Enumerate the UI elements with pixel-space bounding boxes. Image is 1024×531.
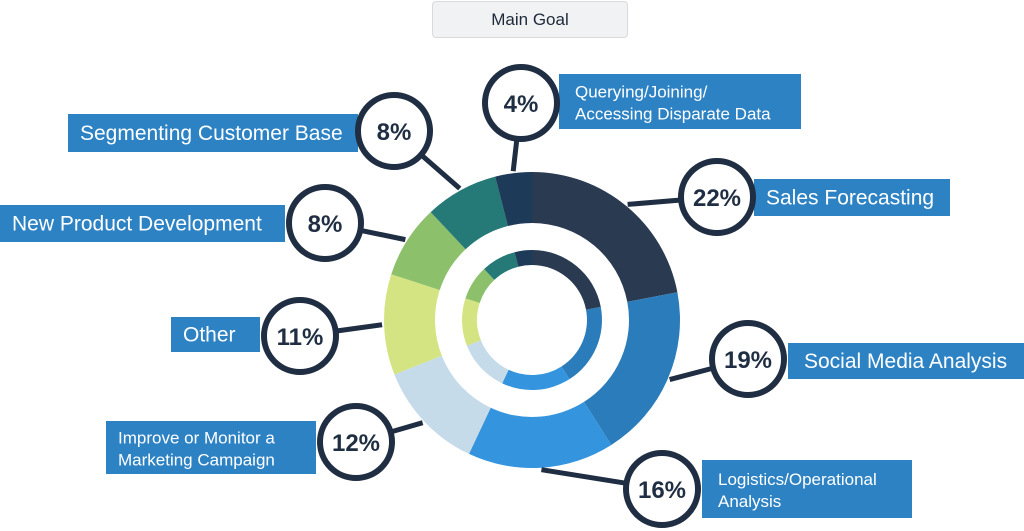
slice-outer (468, 401, 612, 468)
percent-label: 8% (308, 211, 343, 238)
percent-badge (286, 184, 364, 262)
category-label: Querying/Joining/ (575, 83, 708, 102)
label-box (702, 460, 912, 518)
percent-badge (317, 403, 395, 481)
leader-line (541, 467, 627, 486)
slice-outer (532, 172, 678, 302)
slice-inner (484, 252, 519, 280)
percent-label: 19% (724, 347, 772, 374)
category-label: Improve or Monitor a (118, 429, 275, 448)
label-box (754, 179, 950, 216)
leader-line (510, 138, 520, 172)
percent-badge (709, 320, 787, 398)
label-box (788, 343, 1024, 379)
percent-label: 8% (377, 119, 412, 146)
category-label: Segmenting Customer Base (80, 122, 343, 145)
slice-inner (462, 298, 481, 346)
category-label: Accessing Disparate Data (575, 105, 771, 124)
percent-label: 12% (332, 430, 380, 457)
percent-badge (355, 92, 433, 170)
leader-line (335, 322, 383, 334)
category-label: Logistics/Operational (718, 470, 877, 489)
leader-line (627, 197, 682, 207)
label-box (559, 74, 801, 129)
label-box (68, 114, 358, 152)
leader-line (669, 365, 714, 382)
percent-badge (482, 64, 560, 142)
label-box (171, 317, 260, 352)
spacer-ring (445, 233, 619, 407)
label-box (0, 205, 285, 242)
slice-outer (394, 355, 491, 454)
percent-badge (678, 158, 756, 236)
leader-line (359, 227, 406, 243)
slice-outer (430, 176, 508, 250)
label-box (106, 421, 316, 474)
percent-label: 4% (504, 91, 539, 118)
category-label: Sales Forecasting (766, 187, 934, 210)
slice-inner (465, 268, 495, 304)
percent-label: 22% (693, 185, 741, 212)
category-label: New Product Development (12, 213, 262, 236)
slice-outer (383, 274, 442, 375)
percent-label: 11% (277, 324, 324, 351)
percent-badge (261, 297, 339, 375)
slice-outer (583, 292, 681, 445)
category-label: Other (183, 324, 236, 347)
leader-line (389, 420, 424, 435)
percent-badge (623, 450, 701, 528)
percent-label: 16% (638, 477, 686, 504)
category-label: Marketing Campaign (118, 451, 275, 470)
slice-inner (466, 340, 509, 384)
category-label: Analysis (718, 492, 781, 511)
slice-outer (391, 212, 466, 291)
slice-inner (532, 250, 601, 310)
slice-inner (502, 366, 570, 390)
slice-inner (561, 306, 602, 380)
leader-line (419, 152, 462, 191)
slice-inner (514, 250, 532, 267)
category-label: Social Media Analysis (804, 350, 1007, 373)
slice-outer (495, 172, 532, 227)
chart-title: Main Goal (432, 1, 628, 38)
slices (383, 172, 681, 468)
